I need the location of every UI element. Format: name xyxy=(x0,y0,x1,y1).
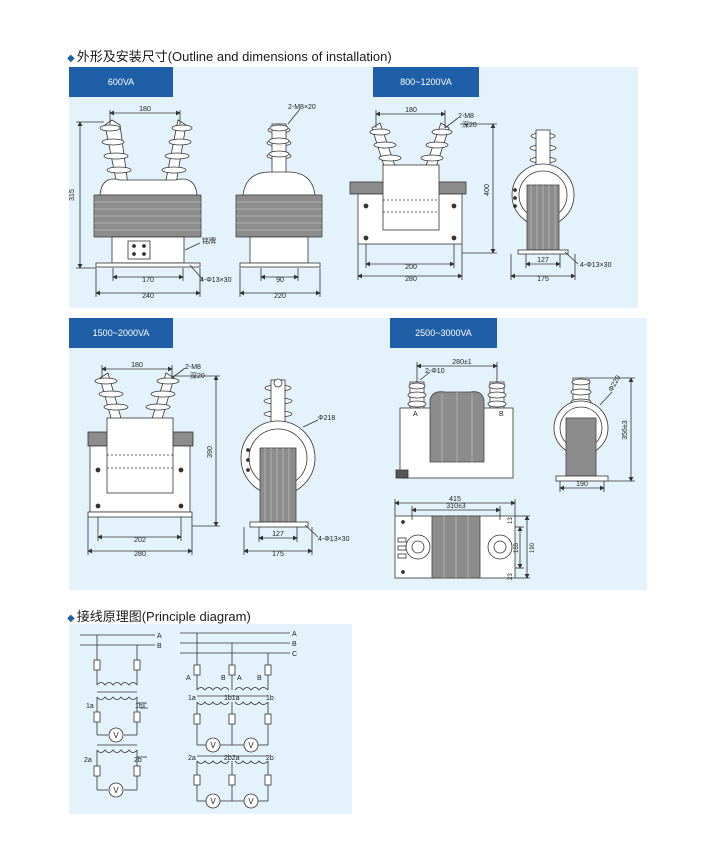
dim-600-front-top: 180 xyxy=(139,106,151,113)
principle-section-title: ◆接线原理图(Principle diagram) xyxy=(67,606,251,625)
secondary-2b: 2b xyxy=(134,757,142,764)
dim-1500-front-base-outer: 280 xyxy=(134,551,146,558)
tab-600va: 600VA xyxy=(69,67,173,97)
primary-a-2: A xyxy=(237,675,242,682)
dim-800-front-top: 180 xyxy=(405,107,417,114)
dim-600-front-base-outer: 240 xyxy=(142,293,154,300)
dim-1500-side-diameter: Φ218 xyxy=(318,415,335,422)
dim-1500-front-top: 180 xyxy=(131,362,143,369)
diamond-bullet-icon: ◆ xyxy=(67,53,75,64)
outline-section-title: ◆外形及安装尺寸(Outline and dimensions of insta… xyxy=(67,46,392,65)
meter-v-three-1: V xyxy=(210,741,216,750)
principle-title-text: 接线原理图(Principle diagram) xyxy=(76,609,251,624)
secondary-three-1b1a: 1b1a xyxy=(224,695,240,702)
dim-800-side-base-outer: 175 xyxy=(537,276,549,283)
dim-600-side-bolt: 2-M8×20 xyxy=(288,104,316,111)
wiring-three-phase xyxy=(180,632,290,809)
dim-2500-side-base: 190 xyxy=(576,481,588,488)
dim-1500-side-holes: 4-Φ13×30 xyxy=(318,536,350,543)
dim-600-front-base-inner: 170 xyxy=(142,277,154,284)
dim-2500-plan-h3: 190 xyxy=(530,542,536,553)
diamond-bullet-icon: ◆ xyxy=(67,613,75,624)
bus-a-single: A xyxy=(157,633,162,640)
drawing-800va-front xyxy=(349,110,497,280)
dim-600-side-base-outer: 220 xyxy=(274,293,286,300)
label-nameplate: 铭牌 xyxy=(202,236,216,245)
wiring-single-phase xyxy=(80,634,155,798)
bus-a-three: A xyxy=(292,631,297,638)
dim-1500-front-bolt: 2-M8 xyxy=(185,364,201,371)
dim-800-side-holes: 4-Φ13×30 xyxy=(580,262,612,269)
secondary-three-1b: 1b xyxy=(266,695,274,702)
dim-2500-front-top: 280±1 xyxy=(452,359,472,366)
dim-1500-front-depth: 深20 xyxy=(190,371,205,380)
drawing-2500va-front xyxy=(395,362,514,479)
secondary-three-2b: 2b xyxy=(266,755,274,762)
dim-2500-plan-h2: 155 xyxy=(514,542,520,553)
dim-2500-plan-inner: 310±3 xyxy=(446,503,466,510)
meter-v-1: V xyxy=(113,731,119,740)
meter-v-three-4: V xyxy=(248,797,254,806)
dim-800-front-height: 400 xyxy=(484,184,491,196)
drawing-1500va-side xyxy=(240,378,319,555)
dim-600-side-holes: 4-Φ13×30 xyxy=(200,277,232,284)
terminal-b-2500: B xyxy=(499,411,504,418)
dim-2500-plan-h1: 13 xyxy=(508,517,514,524)
meter-v-2: V xyxy=(113,786,119,795)
dim-800-side-base-inner: 127 xyxy=(537,257,549,264)
dim-1500-side-base-outer: 175 xyxy=(272,551,284,558)
dim-2500-front-bolt: 2-Φ10 xyxy=(425,368,445,375)
drawing-800va-side xyxy=(510,129,579,280)
primary-b-1: B xyxy=(221,675,226,682)
drawing-2500va-plan xyxy=(394,499,530,579)
dim-2500-plan-h4: 23 xyxy=(508,573,514,580)
dim-600-side-base-inner: 90 xyxy=(276,277,284,284)
dim-800-front-base-outer: 280 xyxy=(405,276,417,283)
bus-b-single: B xyxy=(157,643,162,650)
secondary-three-1a: 1a xyxy=(188,695,196,702)
primary-a-1: A xyxy=(186,675,191,682)
meter-v-three-2: V xyxy=(248,741,254,750)
dim-800-front-bolt: 2-M8 xyxy=(458,113,474,120)
terminal-a-2500: A xyxy=(413,411,418,418)
bus-b-three: B xyxy=(292,641,297,648)
panel-principle xyxy=(69,624,352,814)
tab-1500-2000va: 1500~2000VA xyxy=(69,318,173,348)
dim-2500-side-height: 356±3 xyxy=(622,420,629,440)
secondary-three-2b2a: 2b2a xyxy=(224,755,240,762)
dim-2500-plan-outer: 415 xyxy=(449,496,461,503)
tab-2500-3000va: 2500~3000VA xyxy=(390,318,497,348)
secondary-1a: 1a xyxy=(86,703,94,710)
dim-1500-side-base-inner: 127 xyxy=(272,531,284,538)
drawing-2500va-side xyxy=(553,377,635,492)
primary-b-2: B xyxy=(257,675,262,682)
drawing-1500va-front xyxy=(87,365,220,555)
secondary-three-2a: 2a xyxy=(188,755,196,762)
bus-c-three: C xyxy=(292,651,297,658)
dim-800-front-base-inner: 200 xyxy=(405,264,417,271)
bushing-right xyxy=(161,119,193,191)
dim-600-front-height: 315 xyxy=(69,189,76,201)
secondary-1b: 1b xyxy=(135,703,143,710)
dim-1500-front-height: 390 xyxy=(207,446,214,458)
drawing-600va-front xyxy=(76,110,202,297)
meter-v-three-3: V xyxy=(210,797,216,806)
outline-title-text: 外形及安装尺寸(Outline and dimensions of instal… xyxy=(76,49,392,64)
dim-1500-front-base-inner: 202 xyxy=(134,537,146,544)
dim-800-front-depth: 深20 xyxy=(462,120,477,129)
dim-2500-side-diameter: Φ220 xyxy=(608,374,623,393)
drawing-600va-side xyxy=(189,108,323,297)
tab-800-1200va: 800~1200VA xyxy=(373,67,479,97)
bushing-left xyxy=(99,119,132,191)
secondary-2a: 2a xyxy=(84,757,92,764)
